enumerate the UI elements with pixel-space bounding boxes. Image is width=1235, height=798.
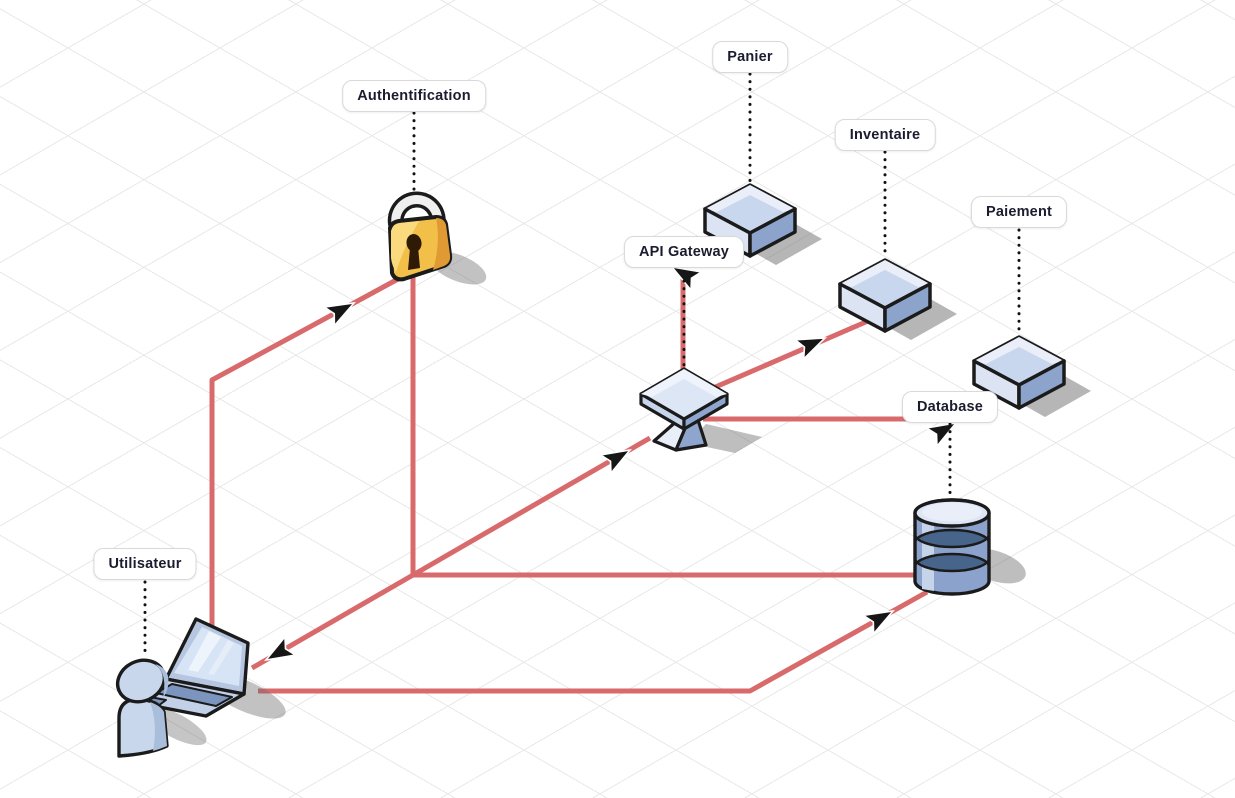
label-connectors [143,72,1021,656]
database-cylinder-icon[interactable] [913,498,1030,596]
node-label-inventaire[interactable]: Inventaire [834,119,936,151]
node-label-database[interactable]: Database [901,391,999,423]
arrowhead [794,327,831,360]
edge-api-gateway-inventaire[interactable] [689,318,869,401]
padlock-icon[interactable] [387,191,491,292]
node-label-api-gateway[interactable]: API Gateway [623,236,745,268]
edge-utilisateur-database[interactable] [258,589,929,694]
node-label-paiement[interactable]: Paiement [970,196,1068,228]
person-with-laptop-icon[interactable] [111,617,292,758]
arrowhead [259,636,297,670]
arrowhead [862,601,899,635]
gateway-pedestal-icon[interactable] [639,367,762,453]
arrowhead [323,292,360,327]
arrowhead [599,440,637,474]
arrowheads [259,257,963,670]
node-label-authentification[interactable]: Authentification [342,80,486,112]
isometric-box-icon-paiement[interactable] [972,335,1091,417]
isometric-box-icon-panier[interactable] [703,183,822,265]
isometric-box-icon-inventaire[interactable] [838,258,957,340]
node-label-panier[interactable]: Panier [712,41,788,73]
node-label-utilisateur[interactable]: Utilisateur [93,548,197,580]
